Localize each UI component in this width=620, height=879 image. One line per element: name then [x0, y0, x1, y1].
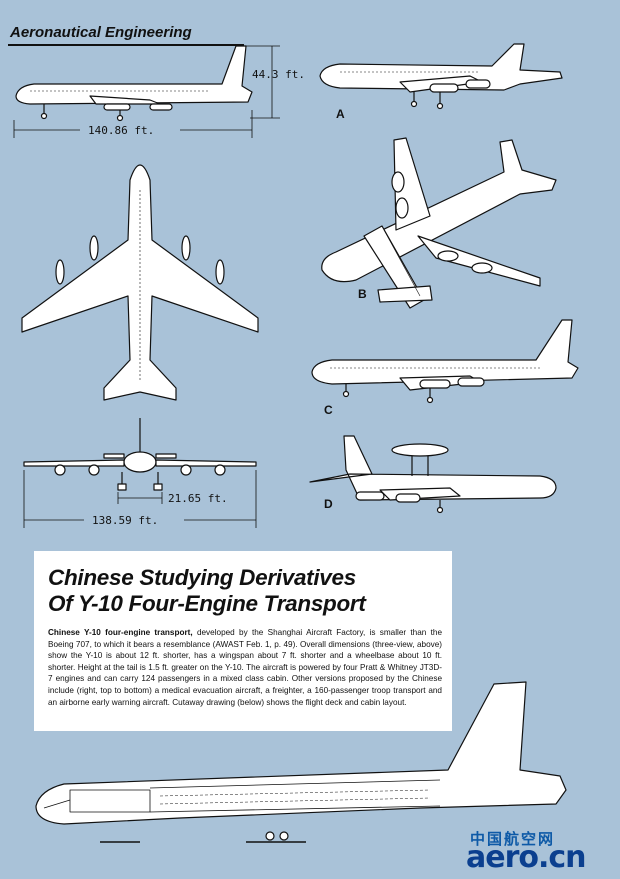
variant-a-label: A	[336, 107, 345, 121]
length-dim-label: 140.86 ft.	[88, 124, 154, 137]
side-view-aircraft	[15, 45, 253, 122]
variant-b-label: B	[358, 287, 367, 301]
front-view-aircraft	[23, 418, 257, 491]
top-view-aircraft	[21, 164, 259, 401]
article-lead: Chinese Y-10 four-engine transport,	[48, 628, 193, 637]
variant-d-aircraft	[309, 435, 557, 514]
variant-b-aircraft	[321, 137, 557, 309]
variant-d-label: D	[324, 497, 333, 511]
cutaway-aircraft	[35, 681, 567, 843]
wheelbase-dimension	[117, 492, 163, 504]
article-title-line2: Of Y-10 Four-Engine Transport	[48, 591, 366, 616]
watermark-cn: 中国航空网	[470, 830, 556, 848]
watermark-logo: aero.cn	[466, 840, 587, 875]
variant-a-aircraft	[319, 43, 563, 110]
wheelbase-dim-label: 21.65 ft.	[168, 492, 228, 505]
article-title-line1: Chinese Studying Derivatives	[48, 565, 356, 590]
height-dim-label: 44.3 ft.	[252, 68, 305, 81]
span-dimension	[23, 470, 257, 528]
variant-c-label: C	[324, 403, 333, 417]
article-body-text: developed by the Shanghai Aircraft Facto…	[48, 628, 443, 707]
header-rule	[8, 44, 244, 46]
variant-c-aircraft	[311, 319, 579, 404]
length-dimension	[13, 110, 253, 138]
article-body: Chinese Y-10 four-engine transport, deve…	[48, 627, 442, 708]
article-panel: Chinese Studying Derivatives Of Y-10 Fou…	[34, 551, 452, 731]
section-header: Aeronautical Engineering	[10, 24, 192, 41]
span-dim-label: 138.59 ft.	[92, 514, 158, 527]
height-dimension	[240, 45, 280, 119]
